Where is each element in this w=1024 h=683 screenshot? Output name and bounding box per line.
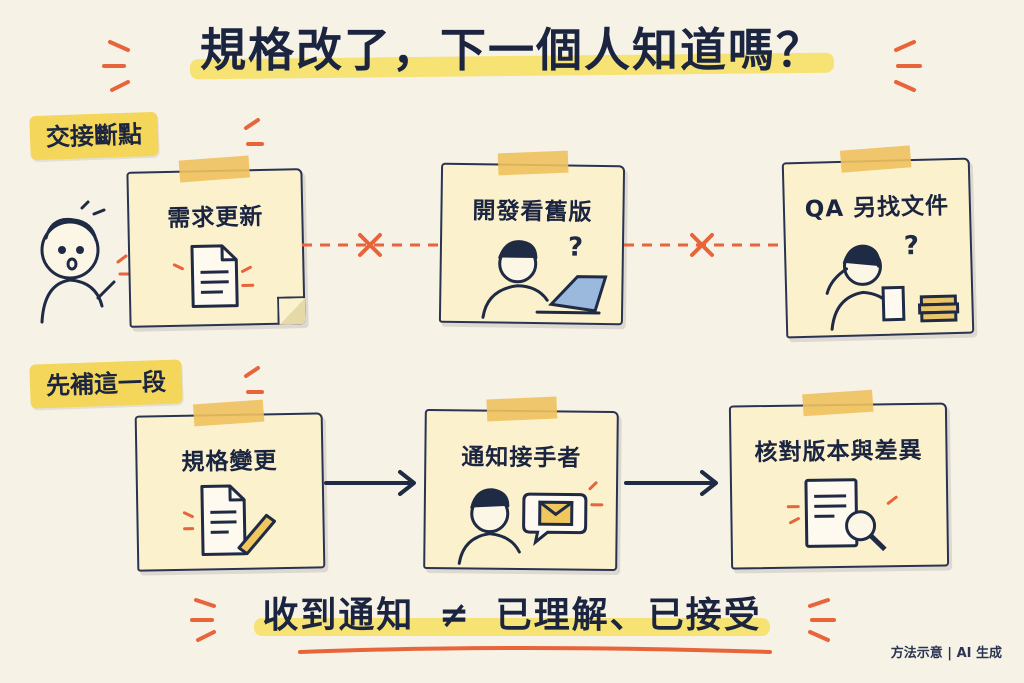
section-tag-fix-first: 先補這一段 — [29, 359, 183, 409]
section-tag-handoff-breakpoints: 交接斷點 — [29, 111, 159, 161]
person-with-message-icon — [457, 481, 604, 565]
page-fold — [277, 296, 306, 325]
not-equal-sign: ≠ — [438, 595, 472, 636]
qa-person-with-documents-icon — [825, 244, 960, 331]
note-spec-change: 規格變更 — [134, 399, 326, 572]
x-mark-icon — [358, 233, 382, 257]
broken-connector-1 — [302, 233, 438, 257]
title-area: 規格改了，下一個人知道嗎？ — [0, 14, 1024, 80]
developer-at-laptop-icon — [481, 240, 608, 319]
broken-connector-2 — [624, 233, 782, 257]
note-qa-other-docs: QA 另找文件 ? — [781, 145, 975, 339]
x-mark-icon — [690, 233, 714, 257]
document-magnifier-icon — [786, 478, 898, 552]
bottom-right-text: 已理解、已接受 — [495, 595, 762, 636]
note-label: QA 另找文件 — [804, 193, 950, 223]
tape — [192, 399, 265, 427]
note-dev-old-version: 開發看舊版 ? — [438, 150, 626, 326]
note-label: 開發看舊版 — [472, 198, 593, 226]
tape — [486, 396, 558, 422]
note-label: 規格變更 — [181, 448, 278, 476]
document-with-pencil-icon — [182, 484, 277, 556]
page-title-text: 規格改了，下一個人知道嗎？ — [200, 23, 824, 77]
bottom-left-text: 收到通知 — [262, 595, 415, 636]
bottom-underline — [298, 646, 772, 654]
flow-arrow-1 — [324, 470, 416, 496]
bottom-statement-area: 收到通知 ≠ 已理解、已接受 — [0, 586, 1024, 638]
note-label: 核對版本與差異 — [754, 437, 923, 467]
note-notify-successor: 通知接手者 — [423, 396, 619, 572]
bottom-statement: 收到通知 ≠ 已理解、已接受 — [248, 586, 775, 638]
credit-text: 方法示意 | AI 生成 — [890, 646, 1002, 661]
worried-person-illustration — [40, 200, 132, 324]
document-icon — [172, 244, 255, 308]
tape — [839, 145, 912, 173]
note-requirement-update: 需求更新 — [126, 155, 306, 328]
page-title: 規格改了，下一個人知道嗎？ — [182, 14, 842, 80]
note-label: 需求更新 — [167, 204, 264, 233]
note-verify-version-diff: 核對版本與差異 — [728, 389, 950, 570]
tape — [178, 155, 251, 183]
flow-arrow-2 — [624, 470, 718, 496]
note-label: 通知接手者 — [461, 444, 582, 472]
title-sparkles — [102, 40, 922, 642]
tape — [497, 150, 569, 176]
tape — [802, 389, 874, 417]
